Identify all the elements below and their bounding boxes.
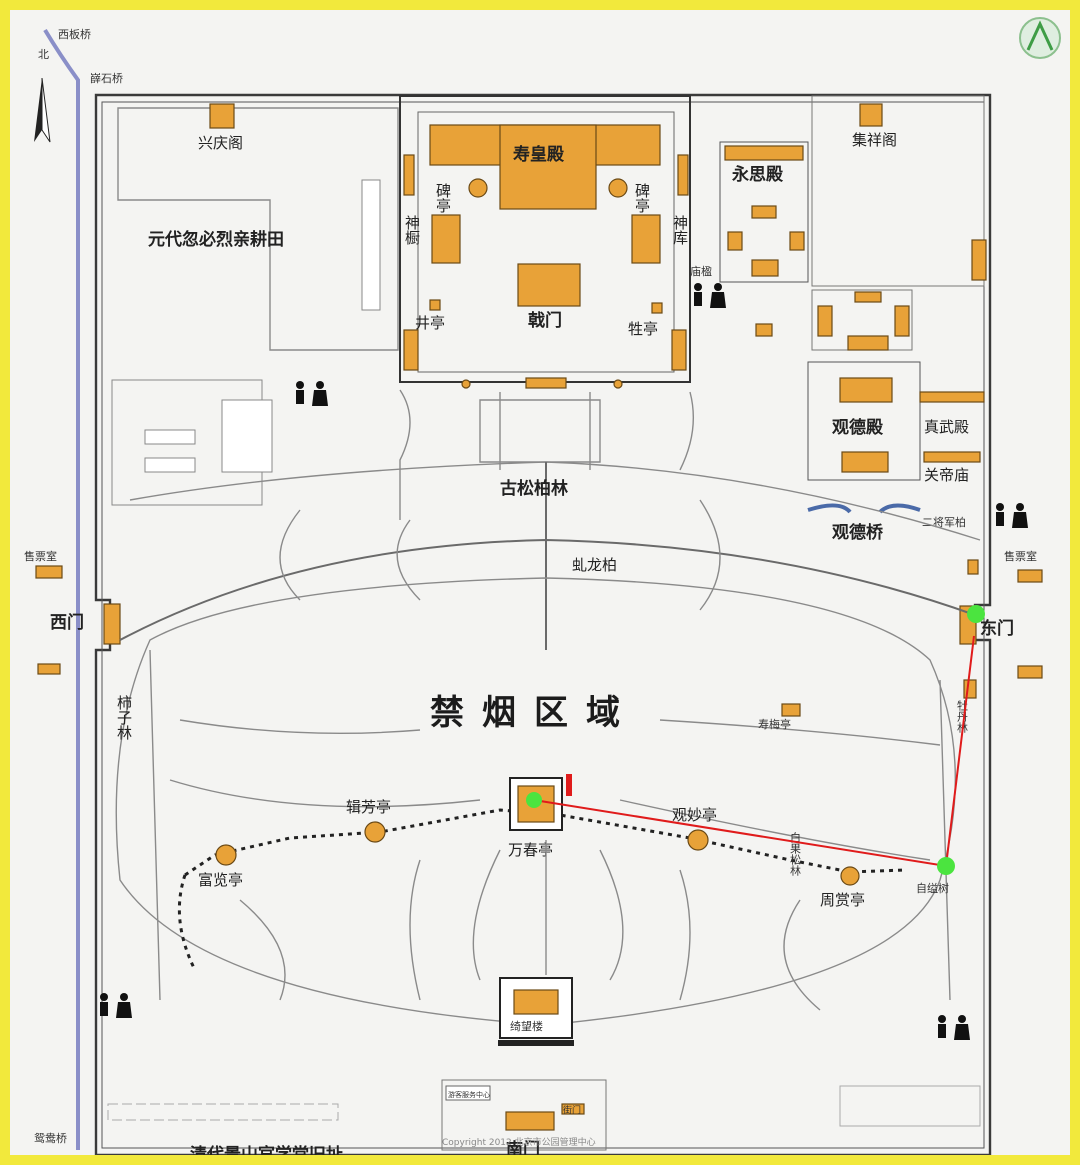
label-wanchunting: 万春亭 [508, 841, 553, 859]
label-guandimiao: 关帝庙 [924, 466, 969, 484]
ridge-path [184, 808, 906, 877]
label-yuandai: 元代忽必烈亲耕田 [148, 229, 284, 250]
label-shoupiaoshi-left: 售票室 [24, 549, 57, 563]
grove-paths [119, 389, 981, 650]
guanmiaoting-building [687, 829, 709, 851]
restroom-icon [296, 381, 328, 406]
label-shenchu: 神橱 [403, 215, 421, 246]
route-via-marker[interactable] [937, 857, 955, 875]
logo-icon [1019, 17, 1061, 59]
south-gate[interactable] [505, 1111, 555, 1131]
inner-wall [101, 101, 985, 1149]
label-jingting: 井亭 [415, 314, 445, 332]
outer-wall [94, 93, 992, 1155]
label-zishuishu: 自缢树 [916, 881, 949, 895]
guandeqiao-bridge [807, 503, 921, 514]
fulanting-building [215, 844, 237, 866]
shoumeiting-building [781, 703, 801, 717]
jimen-building [517, 263, 581, 307]
label-qiwanglou: 绮望楼 [510, 1019, 543, 1033]
yongsi-compound [719, 141, 809, 283]
route-line [533, 635, 975, 868]
label-dongmen: 东门 [980, 618, 1014, 639]
label-guandedian: 观德殿 [831, 417, 884, 438]
guande-compound [807, 361, 921, 481]
label-guanmiaoting: 观妙亭 [672, 806, 717, 824]
restroom-icon [694, 283, 726, 308]
label-xuetang: 清代景山官学堂旧址 [190, 1144, 343, 1155]
label-qiulongbai: 虬龙柏 [572, 556, 617, 574]
ticket-office-east [1017, 569, 1043, 583]
label-xibanqiao: 西板桥 [58, 27, 91, 41]
label-beiting-left: 碑亭 [434, 183, 452, 213]
label-shizilin: 柿子林 [115, 694, 133, 740]
park-map: 北 西板桥 嶭石桥 兴庆阁 元代忽必烈亲耕田 寿皇殿 碑亭 碑亭 神橱 神库 井… [24, 17, 1061, 1155]
beiting-left [468, 178, 488, 198]
label-jifangting: 辑芳亭 [346, 798, 391, 816]
qiwanglou-building [513, 989, 559, 1015]
route-end-marker[interactable] [967, 605, 985, 623]
shouhuangdian-building [499, 124, 597, 210]
label-jixiangge: 集祥阁 [852, 131, 897, 149]
restroom-icon [996, 503, 1028, 528]
zhoushangting-building [840, 866, 860, 886]
river-line [43, 28, 80, 1150]
restroom-icon [938, 1015, 970, 1040]
jifangting-building [364, 821, 386, 843]
copyright-text: Copyright 2012 北京市公园管理中心 [442, 1136, 596, 1148]
label-youke: 游客服务中心 [448, 1090, 490, 1099]
label-yongsidian: 永思殿 [731, 164, 784, 185]
label-jimen: 戟门 [528, 310, 562, 331]
label-zhenwudian: 真武殿 [924, 418, 969, 436]
label-gusongbailin: 古松柏林 [500, 478, 568, 499]
northwest-compound [111, 103, 399, 506]
label-shenku: 神库 [671, 215, 689, 245]
north-label: 北 [38, 48, 49, 61]
restroom-icon [100, 993, 132, 1018]
label-guandeqiao: 观德桥 [831, 522, 884, 543]
label-ximen: 西门 [50, 612, 84, 633]
label-shengting: 牲亭 [628, 320, 658, 338]
west-gate[interactable] [103, 603, 121, 645]
label-zhoushangting: 周赏亭 [820, 891, 865, 909]
label-miaozhen: 庙楹 [690, 264, 712, 278]
label-xingqingge: 兴庆阁 [198, 134, 243, 152]
label-baiguolin: 白果松林 [789, 831, 802, 876]
route-start-marker[interactable] [526, 792, 542, 808]
label-beishiqiao: 嶭石桥 [90, 72, 123, 85]
label-shoupiaoshi-right: 售票室 [1004, 549, 1037, 563]
label-shoumeiting: 寿梅亭 [758, 717, 791, 731]
label-nanmen: 南门 [506, 1139, 540, 1155]
ticket-office-west [35, 565, 63, 579]
label-beiting-right: 碑亭 [633, 183, 651, 213]
hill-loop [115, 577, 957, 1026]
label-jinyan: 禁烟区域 [430, 693, 638, 733]
label-qiaoqiao: 鸳鸯桥 [34, 1131, 67, 1145]
label-shouhuangdian: 寿皇殿 [513, 144, 565, 165]
south-paths [239, 840, 821, 1011]
beiting-right [608, 178, 628, 198]
north-arrow-icon [34, 77, 51, 143]
label-erjiangjunbai: 二将军柏 [922, 515, 966, 529]
label-jiumen: 街门 [563, 1104, 581, 1116]
label-fulanting: 富览亭 [198, 871, 243, 889]
xingqingge-building [209, 103, 235, 129]
